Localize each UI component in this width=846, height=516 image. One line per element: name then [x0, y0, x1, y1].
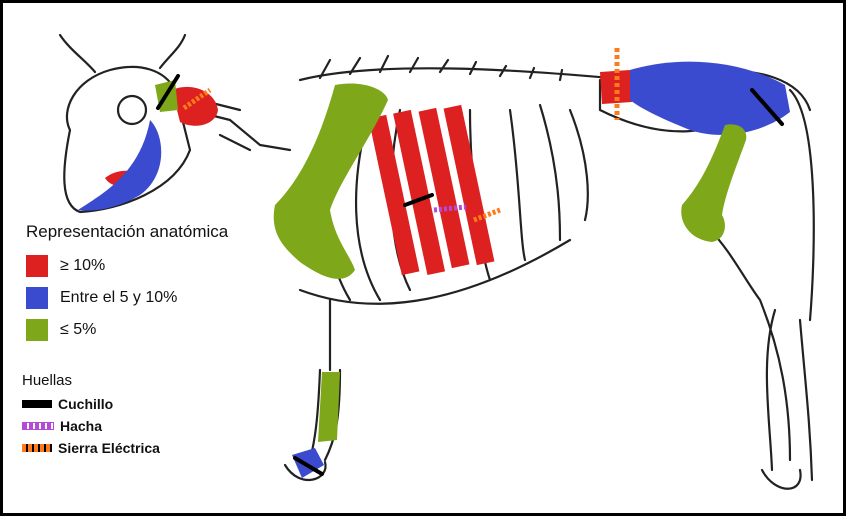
legend-swatch-red — [26, 255, 48, 277]
legend-label: Entre el 5 y 10% — [60, 289, 177, 307]
legend-label: ≤ 5% — [60, 321, 96, 339]
marks-legend-label: Sierra Eléctrica — [58, 440, 160, 456]
green-scapula-humerus — [274, 83, 388, 278]
hind-leg-bones — [710, 230, 790, 470]
tail — [790, 90, 814, 320]
red-axis-vertebra — [172, 87, 218, 126]
legend-item-mid: Entre el 5 y 10% — [26, 282, 228, 314]
right-horn — [160, 35, 185, 68]
legend-item-high: ≥ 10% — [26, 250, 228, 282]
legend-title: Representación anatómica — [26, 222, 228, 242]
blue-mandible — [78, 120, 161, 211]
legend-swatch-green — [26, 319, 48, 341]
anatomical-legend: Representación anatómica ≥ 10% Entre el … — [26, 222, 228, 346]
legend-item-low: ≤ 5% — [26, 314, 228, 346]
marks-legend-item-knife: Cuchillo — [22, 393, 160, 415]
marks-legend-label: Cuchillo — [58, 396, 113, 412]
eye-socket — [118, 96, 146, 124]
marks-legend-title: Huellas — [22, 372, 160, 389]
marks-legend-item-saw: Sierra Eléctrica — [22, 437, 160, 459]
green-femur — [681, 124, 746, 242]
left-horn — [60, 35, 95, 72]
marks-legend: Huellas Cuchillo Hacha Sierra Eléctrica — [22, 372, 160, 459]
blue-pelvis — [630, 62, 790, 135]
axe-marks — [434, 207, 466, 210]
legend-swatch-blue — [26, 287, 48, 309]
knife-mark-swatch — [22, 400, 52, 408]
hind-hoof — [762, 470, 801, 489]
green-metacarpal — [318, 372, 340, 442]
legend-label: ≥ 10% — [60, 257, 105, 275]
marks-legend-item-axe: Hacha — [22, 415, 160, 437]
marks-legend-label: Hacha — [60, 418, 102, 434]
saw-mark-swatch — [22, 444, 52, 452]
axe-mark-swatch — [22, 422, 54, 430]
hind-leg-second — [800, 320, 812, 480]
